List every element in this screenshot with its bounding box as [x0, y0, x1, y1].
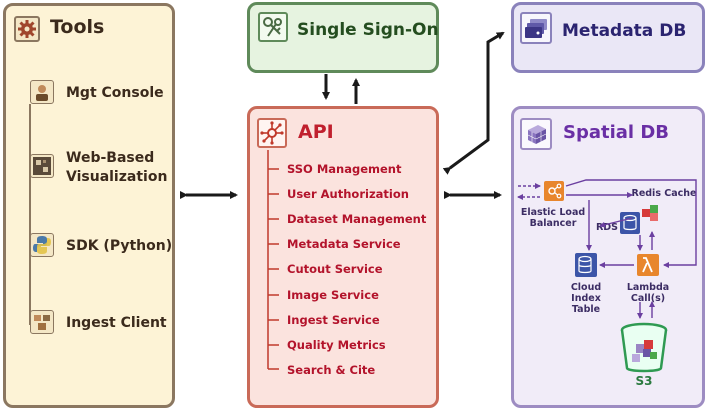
api-sso-management[interactable]: SSO Management — [287, 162, 402, 176]
api-ingest-service[interactable]: Ingest Service — [287, 313, 380, 327]
metadata-title: Metadata DB — [562, 21, 687, 41]
api-search-cite[interactable]: Search & Cite — [287, 363, 376, 377]
sso-title: Single Sign-On — [297, 20, 439, 40]
api-title: API — [298, 121, 334, 143]
api-connector — [267, 150, 279, 370]
lambda-icon — [637, 254, 659, 276]
tool-sdk-python[interactable]: SDK (Python) — [66, 238, 173, 254]
s3-bucket-icon — [618, 322, 670, 374]
cloud-index-table-line1: Cloud — [570, 282, 602, 293]
elb-label-line1: Elastic Load — [520, 207, 586, 218]
api-user-authorization[interactable]: User Authorization — [287, 187, 409, 201]
api-panel — [247, 106, 439, 408]
rds-label: RDS — [595, 222, 619, 233]
cloud-index-table-label: Cloud Index Table — [562, 282, 610, 315]
rds-icon — [620, 212, 640, 234]
tool-web-visualization[interactable]: Web-Based Visualization — [66, 149, 167, 187]
cube-grid-icon — [520, 118, 552, 150]
cloud-index-table-line2: Index — [571, 293, 601, 304]
elb-label-line2: Balancer — [529, 218, 577, 229]
tool-web-visualization-line2: Visualization — [66, 169, 168, 185]
s3-label: S3 — [635, 374, 653, 388]
user-console-icon — [30, 80, 54, 104]
api-metadata-service[interactable]: Metadata Service — [287, 237, 401, 251]
redis-icon — [640, 201, 662, 223]
lambda-label: Lambda Call(s) — [621, 282, 675, 304]
tools-panel — [3, 3, 175, 408]
ingest-client-icon — [30, 310, 54, 334]
database-cards-icon — [520, 12, 552, 44]
spatial-db-panel — [511, 106, 705, 408]
keys-icon — [258, 12, 288, 42]
tool-mgt-console[interactable]: Mgt Console — [66, 85, 164, 101]
cloud-index-table-line3: Table — [571, 304, 601, 315]
api-hub-icon — [257, 118, 287, 148]
api-image-service[interactable]: Image Service — [287, 288, 379, 302]
cloud-index-table-icon — [575, 253, 597, 277]
gear-icon — [14, 16, 40, 42]
api-dataset-management[interactable]: Dataset Management — [287, 212, 427, 226]
elb-label: Elastic Load Balancer — [519, 207, 587, 229]
lambda-label-line2: Call(s) — [630, 293, 666, 304]
elb-icon — [544, 181, 564, 201]
api-cutout-service[interactable]: Cutout Service — [287, 262, 383, 276]
spatial-title: Spatial DB — [563, 122, 670, 143]
tools-title: Tools — [50, 16, 105, 38]
api-quality-metrics[interactable]: Quality Metrics — [287, 338, 386, 352]
arrow-api-metadata — [442, 31, 505, 175]
lambda-label-line1: Lambda — [626, 282, 670, 293]
redis-label: Redis Cache — [631, 188, 697, 199]
tool-web-visualization-line1: Web-Based — [66, 150, 155, 166]
tool-ingest-client[interactable]: Ingest Client — [66, 315, 167, 331]
visualization-icon — [30, 154, 54, 178]
